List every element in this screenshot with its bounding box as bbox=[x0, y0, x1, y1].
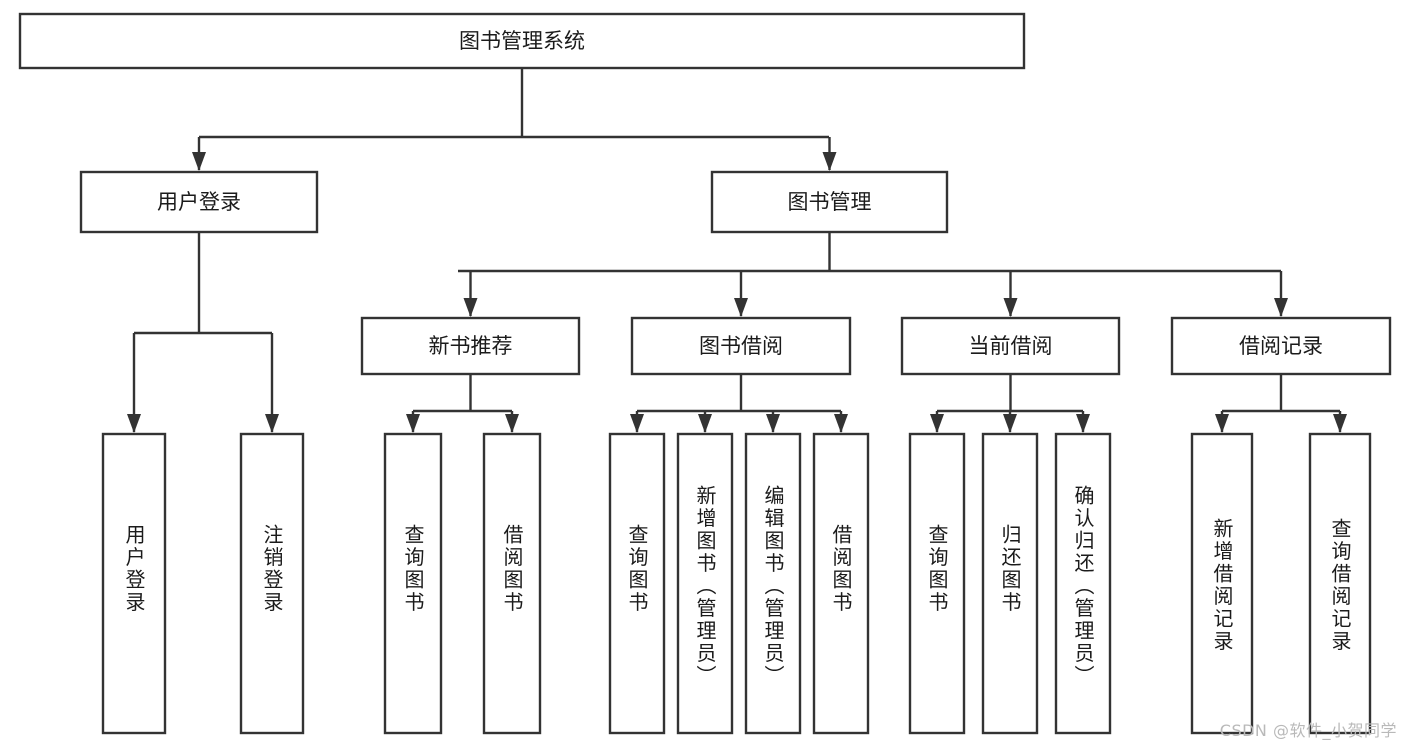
node-box-leaf-add-record[interactable] bbox=[1190, 432, 1254, 735]
arrow-head-icon bbox=[930, 414, 944, 433]
node-label-current-borrow: 当前借阅 bbox=[969, 334, 1053, 358]
node-box-leaf-borrow-book-2[interactable] bbox=[812, 432, 870, 735]
arrow-head-icon bbox=[630, 414, 644, 433]
arrow-head-icon bbox=[1274, 298, 1288, 317]
watermark-text: CSDN @软件_小贺同学 bbox=[1219, 721, 1397, 740]
arrow-head-icon bbox=[1076, 414, 1090, 433]
node-label-new-book-rec: 新书推荐 bbox=[429, 334, 513, 358]
node-label-borrow-record: 借阅记录 bbox=[1239, 334, 1323, 358]
node-box-leaf-query-book-3[interactable] bbox=[908, 432, 966, 735]
arrow-head-icon bbox=[192, 152, 206, 171]
node-box-leaf-query-book-1[interactable] bbox=[383, 432, 443, 735]
arrow-head-icon bbox=[1333, 414, 1347, 433]
node-box-book-manage[interactable] bbox=[710, 170, 949, 234]
boxes-layer bbox=[18, 12, 1392, 735]
node-box-leaf-return-book[interactable] bbox=[981, 432, 1039, 735]
arrow-head-icon bbox=[698, 414, 712, 433]
arrow-head-icon bbox=[822, 152, 837, 171]
arrow-head-icon bbox=[1003, 414, 1017, 433]
node-label-book-manage: 图书管理 bbox=[788, 190, 872, 214]
node-box-borrow-record[interactable] bbox=[1170, 316, 1392, 376]
edges-layer bbox=[127, 68, 1347, 433]
node-box-leaf-borrow-book-1[interactable] bbox=[482, 432, 542, 735]
arrow-head-icon bbox=[766, 414, 780, 433]
node-box-leaf-user-login[interactable] bbox=[101, 432, 167, 735]
node-box-leaf-edit-book[interactable] bbox=[744, 432, 802, 735]
arrow-head-icon bbox=[463, 298, 478, 317]
arrow-head-icon bbox=[1003, 298, 1018, 317]
node-box-current-borrow[interactable] bbox=[900, 316, 1121, 376]
node-box-leaf-confirm-return[interactable] bbox=[1054, 432, 1112, 735]
arrow-head-icon bbox=[1215, 414, 1229, 433]
node-label-user-login: 用户登录 bbox=[157, 190, 241, 214]
node-label-book-borrow: 图书借阅 bbox=[699, 334, 783, 358]
node-box-new-book-rec[interactable] bbox=[360, 316, 581, 376]
node-box-book-borrow[interactable] bbox=[630, 316, 852, 376]
node-box-leaf-user-logout[interactable] bbox=[239, 432, 305, 735]
arrow-head-icon bbox=[834, 414, 848, 433]
node-box-leaf-query-record[interactable] bbox=[1308, 432, 1372, 735]
node-box-user-login[interactable] bbox=[79, 170, 319, 234]
arrow-head-icon bbox=[505, 414, 519, 433]
arrow-head-icon bbox=[265, 414, 279, 433]
node-box-leaf-query-book-2[interactable] bbox=[608, 432, 666, 735]
arrow-head-icon bbox=[734, 298, 748, 317]
arrow-head-icon bbox=[127, 414, 141, 433]
node-label-root: 图书管理系统 bbox=[459, 29, 585, 53]
node-box-root[interactable] bbox=[18, 12, 1026, 70]
node-box-leaf-add-book[interactable] bbox=[676, 432, 734, 735]
arrow-head-icon bbox=[406, 414, 420, 433]
